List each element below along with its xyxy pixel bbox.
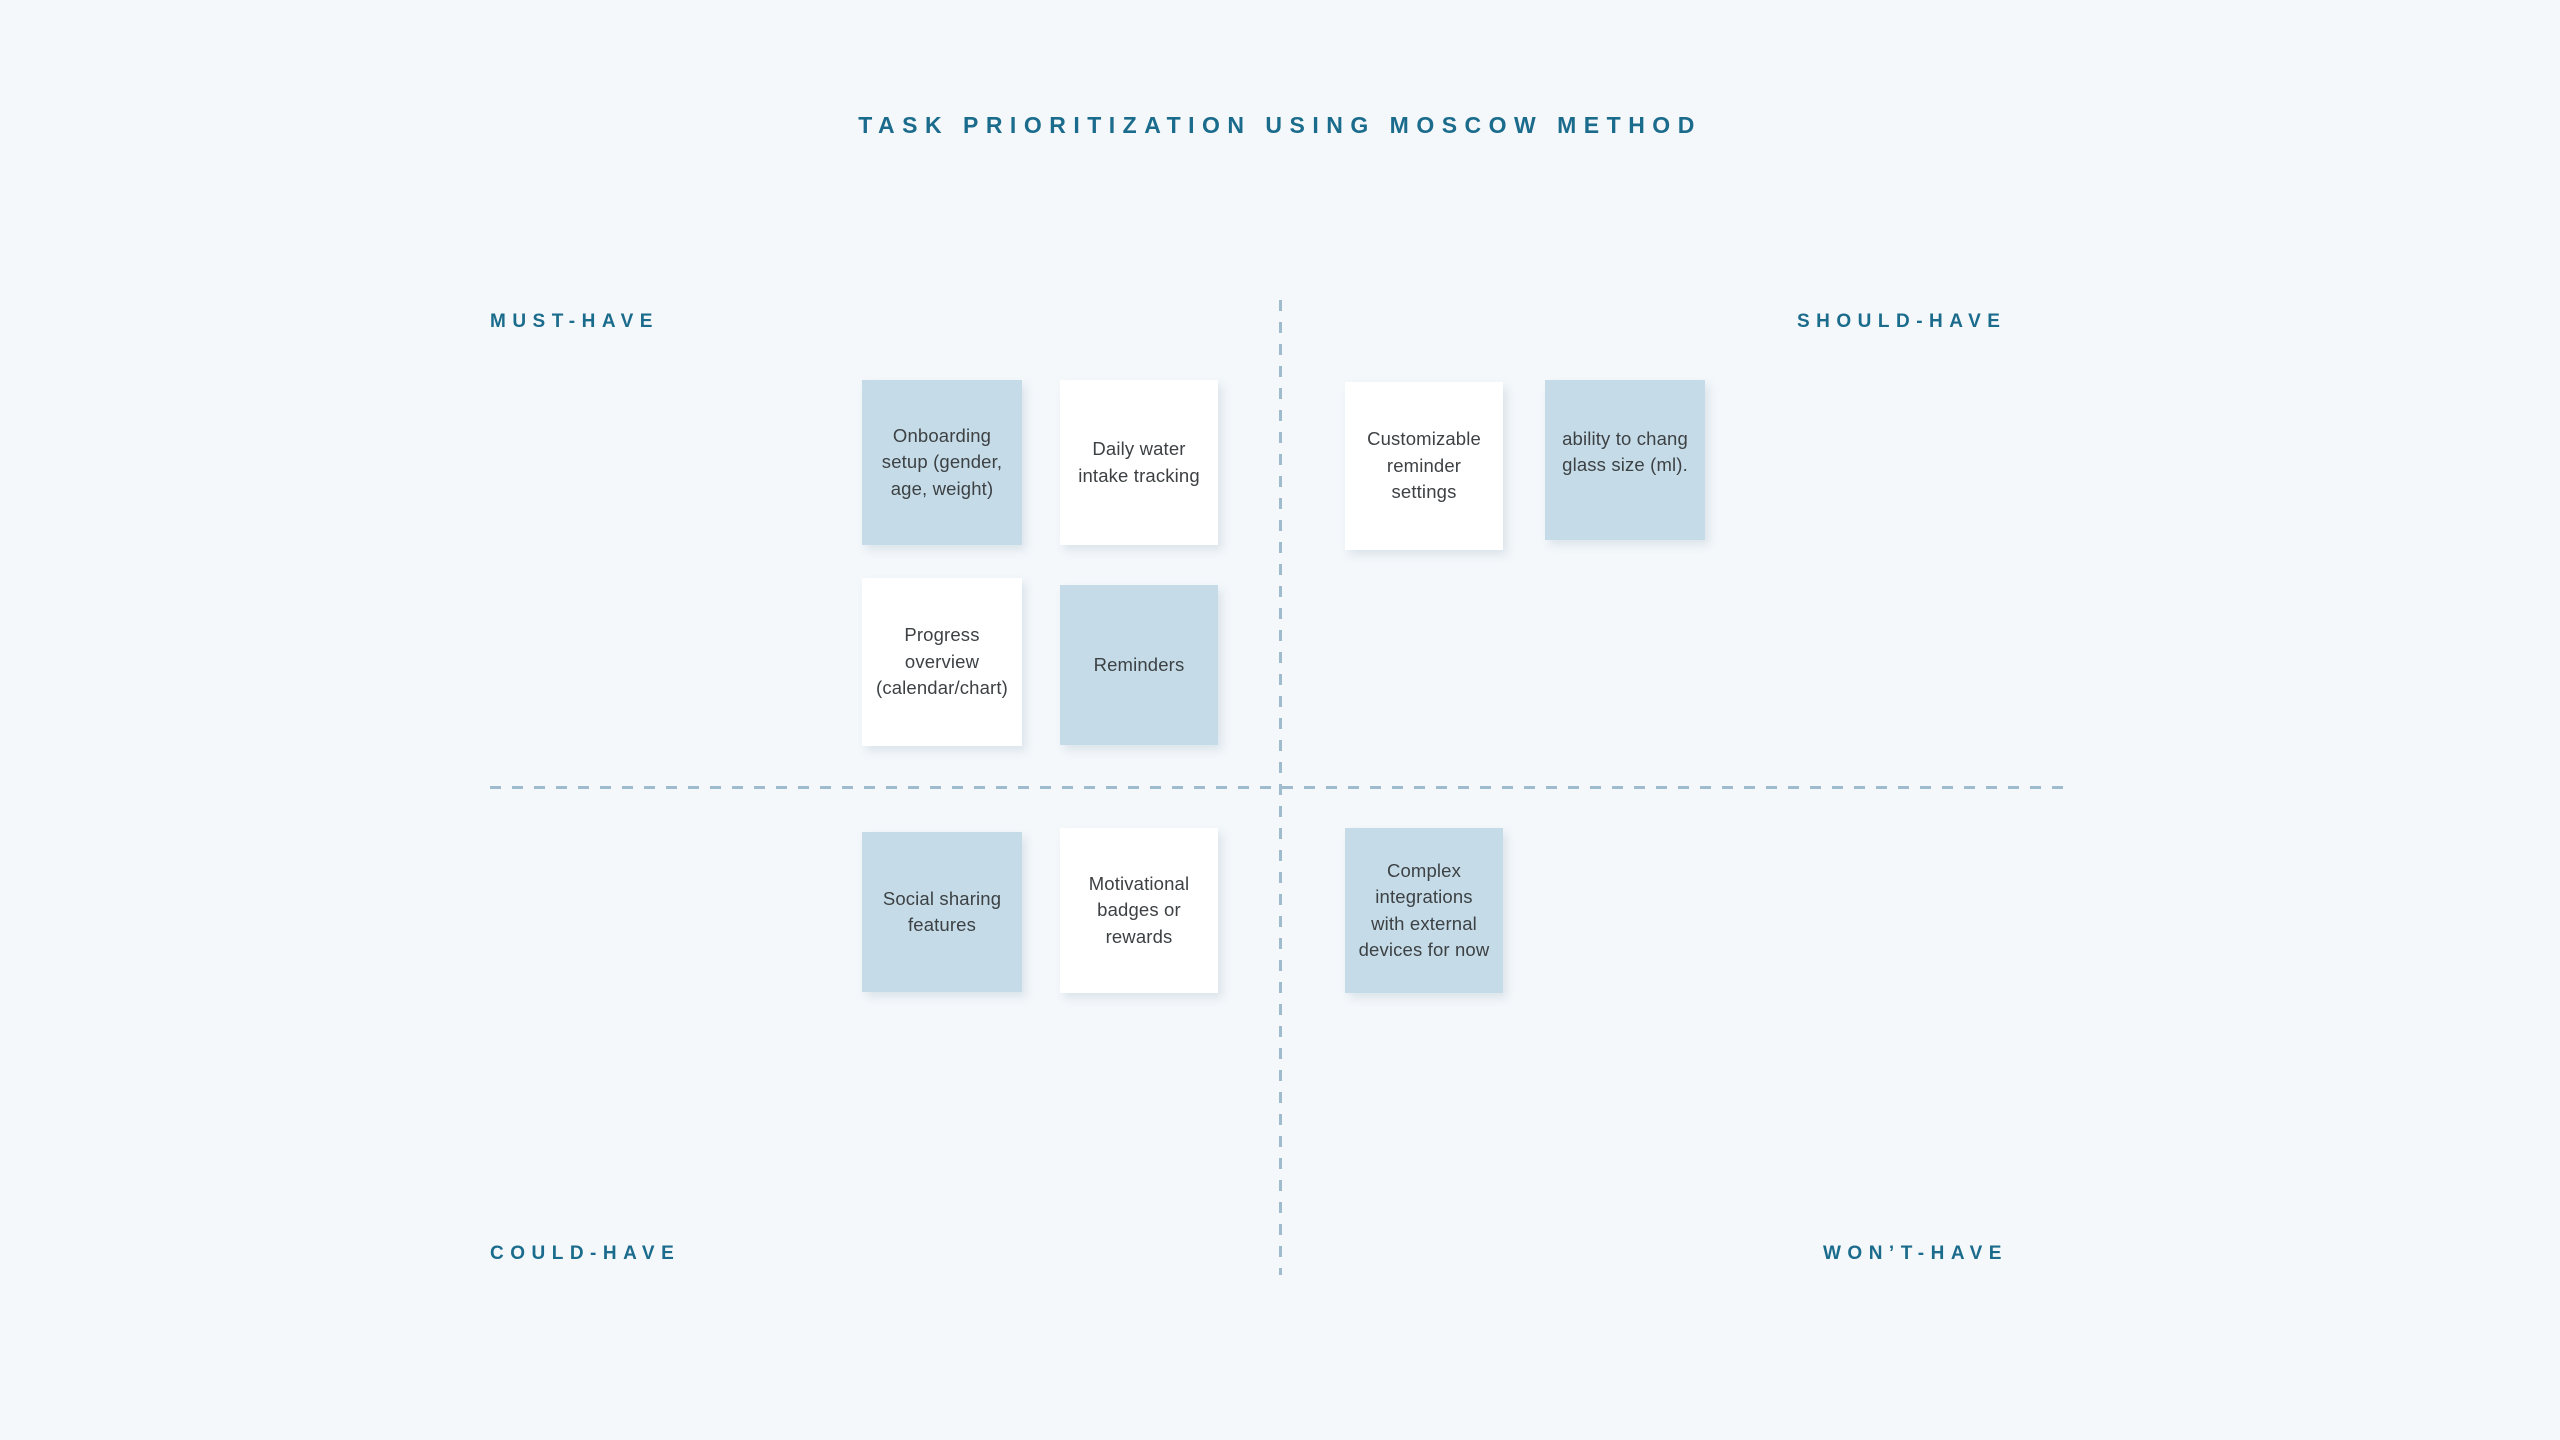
sticky-note-text: Reminders xyxy=(1093,653,1185,675)
sticky-note[interactable]: Motivational badges or rewards xyxy=(1060,828,1218,993)
sticky-note[interactable]: Onboarding setup (gender, age, weight) xyxy=(862,380,1022,545)
sticky-note-text: Complex integrations with external devic… xyxy=(1358,859,1490,960)
quadrant-label-could-have: COULD-HAVE xyxy=(490,1243,681,1264)
sticky-note[interactable]: Reminders xyxy=(1060,585,1218,745)
sticky-note[interactable]: Daily water intake tracking xyxy=(1060,380,1218,545)
sticky-note[interactable]: Customizable reminder settings xyxy=(1345,382,1503,550)
sticky-note-text: Customizable reminder settings xyxy=(1367,428,1481,503)
sticky-note-text: ability to chang glass size (ml). xyxy=(1562,428,1688,476)
page-title: TASK PRIORITIZATION USING MOSCOW METHOD xyxy=(858,112,1702,138)
sticky-note-text: Daily water intake tracking xyxy=(1078,438,1200,486)
quadrant-label-must-have: MUST-HAVE xyxy=(490,311,659,332)
horizontal-divider xyxy=(490,786,2068,789)
sticky-note[interactable]: Social sharing features xyxy=(862,832,1022,992)
sticky-note-text: Social sharing features xyxy=(882,887,1002,935)
sticky-note[interactable]: Progress overview (calendar/chart) xyxy=(862,578,1022,746)
sticky-note-text: Motivational badges or rewards xyxy=(1088,872,1190,947)
quadrant-label-should-have: SHOULD-HAVE xyxy=(1797,311,2007,332)
sticky-note[interactable]: ability to chang glass size (ml). xyxy=(1545,380,1705,540)
sticky-note-text: Progress overview (calendar/chart) xyxy=(876,624,1008,699)
sticky-note-text: Onboarding setup (gender, age, weight) xyxy=(881,424,1003,499)
quadrant-label-wont-have: WON’T-HAVE xyxy=(1823,1243,2008,1264)
sticky-note[interactable]: Complex integrations with external devic… xyxy=(1345,828,1503,993)
